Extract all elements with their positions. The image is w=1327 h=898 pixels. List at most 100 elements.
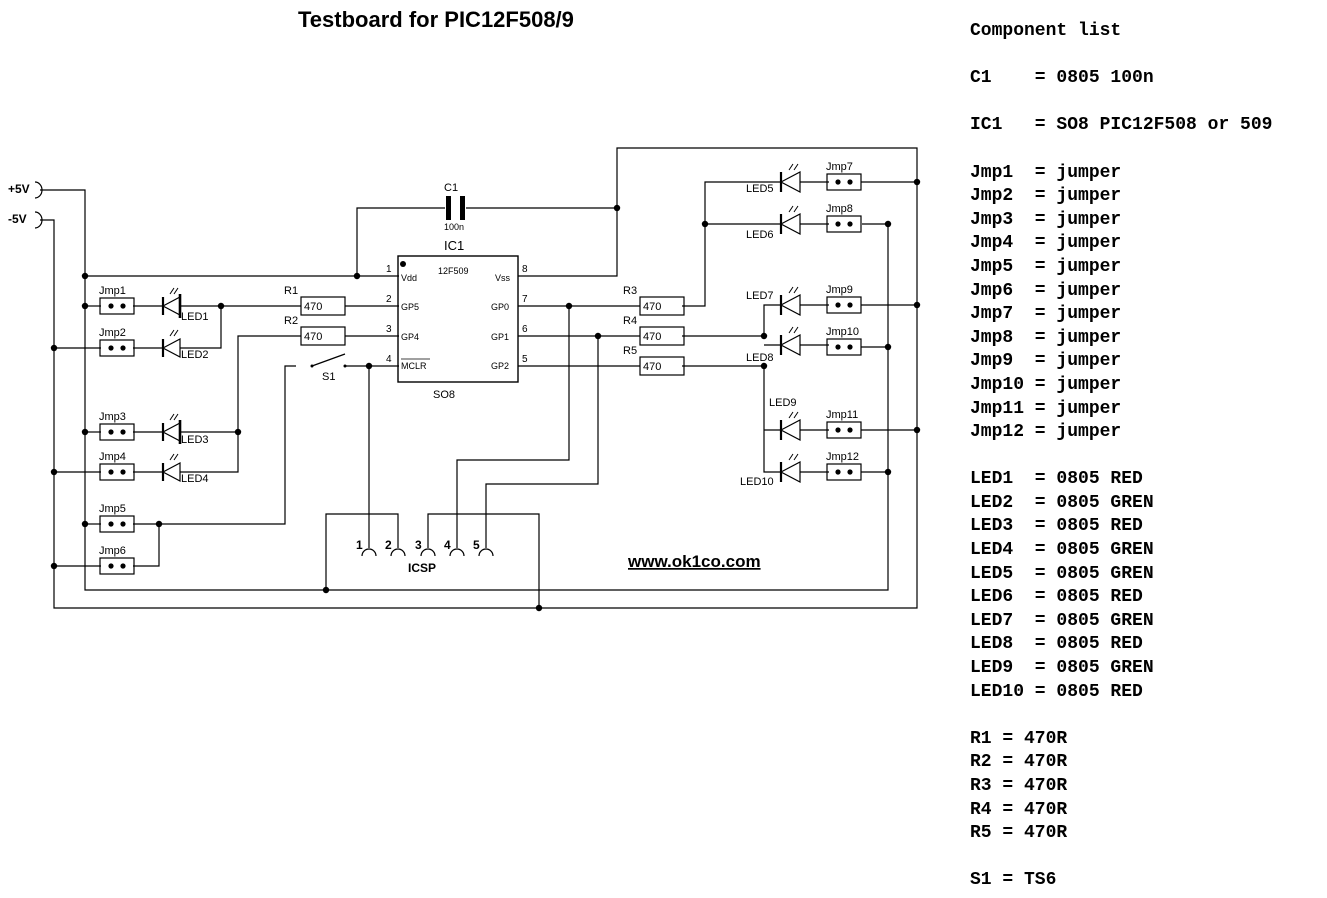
led-label: LED10 — [740, 476, 774, 488]
ic-pin-num: 3 — [386, 324, 392, 335]
spacer — [970, 138, 1272, 162]
resistor-5: 470 R5 — [623, 345, 685, 376]
jumper-label: Jmp7 — [826, 161, 853, 173]
spacer — [970, 91, 1272, 115]
junction-dot — [760, 332, 768, 340]
spacer — [970, 846, 1272, 870]
component-list-entry: LED8 = 0805 RED — [970, 634, 1143, 655]
component-list-entry: LED2 = 0805 GREN — [970, 492, 1154, 513]
junction-dot — [50, 344, 58, 352]
component-list-entry: R2 = 470R — [970, 752, 1068, 773]
spacer — [970, 445, 1272, 469]
jumper-10: Jmp10 — [826, 326, 862, 356]
component-list-entry: Jmp3 = jumper — [970, 209, 1122, 230]
ic-pin-num: 8 — [522, 264, 528, 275]
junction-dot — [50, 562, 58, 570]
led-label: LED1 — [181, 311, 209, 323]
junction-dot — [234, 428, 242, 436]
jumper-1: Jmp1 — [99, 285, 135, 315]
component-list-entry: Jmp6 = jumper — [970, 280, 1122, 301]
jumper-label: Jmp9 — [826, 284, 853, 296]
component-list-entry: LED5 = 0805 GREN — [970, 563, 1154, 584]
power-connectors: +5V -5V — [8, 181, 43, 229]
junction-dot — [217, 302, 225, 310]
icsp-pin-2: 2 — [385, 538, 406, 557]
led-label: LED5 — [746, 183, 774, 195]
junction-dot — [884, 468, 892, 476]
component-list-entry: Jmp9 = jumper — [970, 351, 1122, 372]
spacer — [970, 704, 1272, 728]
ic-pin-num: 1 — [386, 264, 392, 275]
led-10: LED10 — [740, 453, 801, 488]
jumper-12: Jmp12 — [826, 451, 862, 481]
led-label: LED3 — [181, 434, 209, 446]
led-label: LED7 — [746, 290, 774, 302]
icsp-pin-number: 5 — [473, 538, 480, 552]
led-9: LED9 — [769, 397, 801, 441]
capacitor-c1: C1 100n — [444, 182, 465, 232]
resistor-value: 470 — [643, 361, 661, 373]
junction-dot — [155, 520, 163, 528]
led-1: LED1 — [161, 287, 209, 323]
component-list-entry: C1 = 0805 100n — [970, 68, 1154, 89]
power-minus-label: -5V — [8, 212, 27, 226]
capacitor-ref: C1 — [444, 182, 458, 194]
icsp-pin-number: 2 — [385, 538, 392, 552]
jumper-4: Jmp4 — [99, 451, 135, 481]
icsp-pin-5: 5 — [473, 538, 494, 557]
junction-dot — [613, 204, 621, 212]
jumper-label: Jmp5 — [99, 503, 126, 515]
junction-dot — [50, 468, 58, 476]
junction-dot — [594, 332, 602, 340]
junction-dot — [913, 178, 921, 186]
ic-pin-name: GP4 — [401, 332, 419, 342]
resistor-ref: R3 — [623, 285, 637, 297]
power-plus-label: +5V — [8, 182, 30, 196]
component-list-entry: LED9 = 0805 GREN — [970, 658, 1154, 679]
component-list-entry: Jmp4 = jumper — [970, 233, 1122, 254]
icsp-pin-number: 4 — [444, 538, 451, 552]
ic-pin-name: GP0 — [491, 302, 509, 312]
ic-pin-name: GP2 — [491, 361, 509, 371]
junction-dot — [760, 362, 768, 370]
led-2: LED2 — [161, 329, 209, 361]
website-label: www.ok1co.com — [627, 552, 761, 571]
jumper-label: Jmp4 — [99, 451, 126, 463]
junction-dot — [884, 343, 892, 351]
led-label: LED6 — [746, 229, 774, 241]
icsp-label: ICSP — [408, 561, 436, 575]
component-list-entry: R5 = 470R — [970, 823, 1068, 844]
component-list-entry: Jmp10 = jumper — [970, 374, 1122, 395]
led-8: LED8 — [746, 326, 801, 364]
led-label: LED9 — [769, 397, 797, 409]
junction-dot — [365, 362, 373, 370]
ic-package: SO8 — [433, 389, 455, 401]
resistor-ref: R4 — [623, 315, 637, 327]
component-list-entry: LED6 = 0805 RED — [970, 587, 1143, 608]
resistor-ref: R5 — [623, 345, 637, 357]
component-list-entry: IC1 = SO8 PIC12F508 or 509 — [970, 115, 1273, 136]
led-5: LED5 — [746, 163, 801, 195]
jumpers: Jmp1Jmp2Jmp3Jmp4Jmp5Jmp6Jmp7Jmp8Jmp9Jmp1… — [99, 161, 862, 575]
component-list-entry: Jmp7 = jumper — [970, 304, 1122, 325]
ic-pin-num: 2 — [386, 294, 392, 305]
component-list-entry: Jmp12 = jumper — [970, 422, 1122, 443]
icsp-pin-4: 4 — [444, 538, 465, 557]
icsp-pin-1: 1 — [356, 538, 377, 557]
jumper-9: Jmp9 — [826, 284, 862, 314]
ic-part: 12F509 — [438, 266, 469, 276]
junction-dot — [884, 220, 892, 228]
page-title: Testboard for PIC12F508/9 — [298, 7, 574, 32]
ic-pin-numbers: 1 2 3 4 8 7 6 5 — [386, 264, 528, 365]
resistor-value: 470 — [643, 301, 661, 313]
ic-pin-name: GP5 — [401, 302, 419, 312]
junction-dot — [913, 426, 921, 434]
ic-pin-num: 7 — [522, 294, 528, 305]
wires — [40, 147, 918, 609]
jumper-label: Jmp1 — [99, 285, 126, 297]
